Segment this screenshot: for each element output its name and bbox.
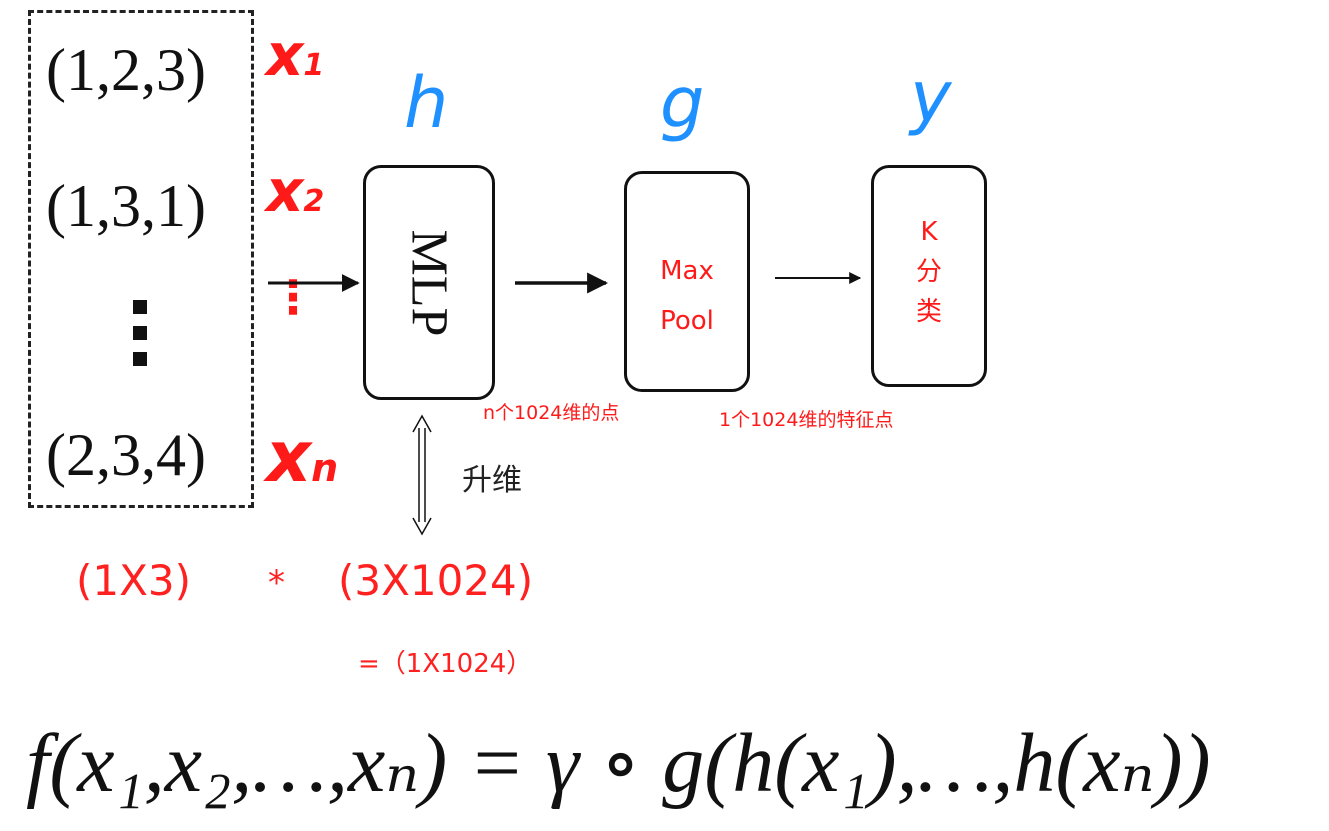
input-point-2: (1,3,1) [46,173,206,239]
max-pool-label: Max Pool [660,256,714,336]
input-points-box [28,10,254,508]
equation-operator: * [268,563,285,603]
function-y-label: y [910,56,952,138]
function-h-label: h [404,62,449,144]
label-x1: x1 [266,21,325,89]
classify-node: K 分 类 [871,165,987,387]
pointnet-formula: f(x₁,x₂,…,xₙ) = γ ∘ g(h(x₁),…,h(xₙ)) [26,717,1211,810]
input-point-1: (1,2,3) [46,37,206,103]
label-x2: x2 [266,157,325,225]
mlp-label: MLP [400,229,458,336]
label-xn: xn [266,416,339,498]
pool-output-note: 1个1024维的特征点 [719,409,894,431]
max-pool-node: Max Pool [624,171,750,392]
mlp-node: MLP [363,165,495,400]
mlp-output-note: n个1024维的点 [483,402,620,424]
equation-right: (3X1024) [338,556,534,605]
equation-result: =（1X1024） [358,649,533,679]
classify-label: K 分 类 [915,217,942,327]
double-arrow-lift [412,414,432,536]
equation-left: (1X3) [76,556,191,605]
input-point-n: (2,3,4) [46,422,206,488]
lift-dimension-note: 升维 [462,463,522,498]
vertical-ellipsis [133,300,147,378]
function-g-label: g [660,62,705,144]
